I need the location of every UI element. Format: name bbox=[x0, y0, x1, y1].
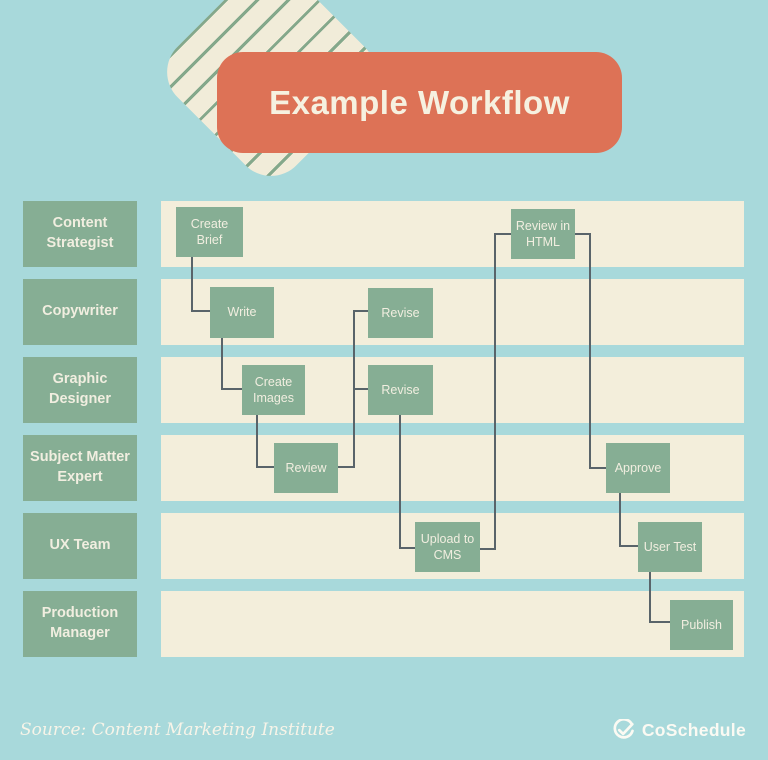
role-label-graphic-designer: Graphic Designer bbox=[23, 357, 137, 423]
task-node-publish: Publish bbox=[670, 600, 733, 650]
swimlane-content-strategist bbox=[161, 201, 744, 267]
coschedule-wordmark: CoSchedule bbox=[641, 720, 746, 740]
connector-review-in-html-approve bbox=[575, 233, 606, 469]
title-banner: Example Workflow bbox=[217, 52, 622, 153]
task-node-review: Review bbox=[274, 443, 338, 493]
coschedule-logo: CoSchedule bbox=[612, 719, 746, 742]
role-label-content-strategist: Content Strategist bbox=[23, 201, 137, 267]
role-label-production-manager: Production Manager bbox=[23, 591, 137, 657]
task-node-create-brief: Create Brief bbox=[176, 207, 243, 257]
task-node-write: Write bbox=[210, 287, 274, 338]
task-node-upload-to-cms: Upload to CMS bbox=[415, 522, 480, 572]
task-node-revise-design: Revise bbox=[368, 365, 433, 415]
role-label-subject-matter-expert: Subject Matter Expert bbox=[23, 435, 137, 501]
coschedule-check-icon bbox=[613, 719, 634, 739]
page-title: Example Workflow bbox=[269, 83, 570, 121]
task-node-revise-copy: Revise bbox=[368, 288, 433, 338]
swimlane-production-manager bbox=[161, 591, 744, 657]
task-node-user-test: User Test bbox=[638, 522, 702, 572]
role-label-copywriter: Copywriter bbox=[23, 279, 137, 345]
task-node-approve: Approve bbox=[606, 443, 670, 493]
role-label-ux-team: UX Team bbox=[23, 513, 137, 579]
task-node-create-images: Create Images bbox=[242, 365, 305, 415]
source-credit: Source: Content Marketing Institute bbox=[20, 720, 335, 740]
task-node-review-in-html: Review in HTML bbox=[511, 209, 575, 259]
